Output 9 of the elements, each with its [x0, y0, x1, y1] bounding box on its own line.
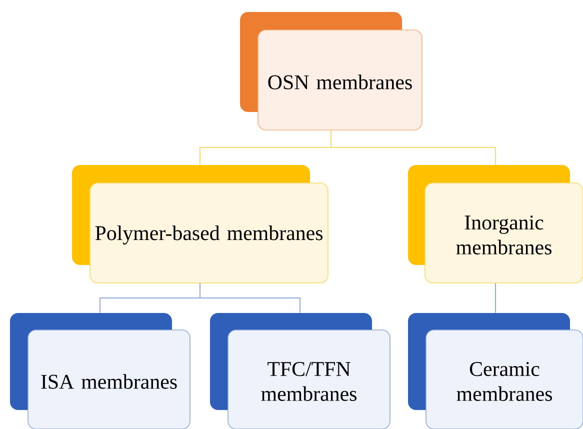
membrane-box: Polymer-based membranes	[72, 165, 328, 284]
membrane-box: Ceramic membranes	[408, 313, 583, 429]
connector-line	[330, 130, 496, 166]
membrane-box: ISA membranes	[10, 313, 190, 429]
membrane-box: OSN membranes	[240, 12, 422, 130]
membrane-box: Inorganic membranes	[408, 165, 583, 284]
membrane-box: TFC/TFN membranes	[210, 313, 390, 429]
connector-line	[495, 282, 496, 314]
connector-line	[200, 282, 300, 314]
